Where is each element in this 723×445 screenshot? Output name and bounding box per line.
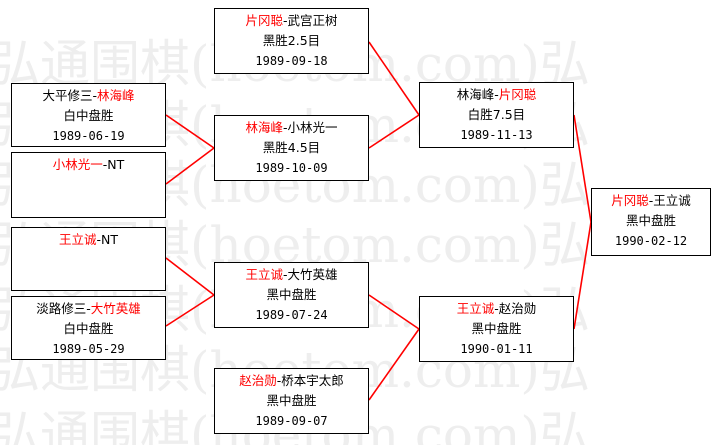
connector-line: [165, 294, 215, 327]
match-box-r3-2: 王立诚-赵治勋黑中盘胜 1990-01-11: [419, 296, 574, 362]
match-players: 大平修三-林海峰: [12, 86, 165, 106]
connector-line: [165, 114, 215, 149]
player-left: 小林光一: [52, 157, 103, 172]
connector-line: [368, 114, 420, 149]
match-box-r3-1: 林海峰-片冈聪白胜7.5目 1989-11-13: [419, 82, 574, 148]
match-players: 淡路修三-大竹英雄: [12, 299, 165, 319]
player-separator: -: [102, 157, 108, 172]
match-result: 白胜7.5目: [467, 107, 526, 122]
player-separator: -: [282, 13, 288, 28]
player-right: 桥本宇太郎: [281, 373, 344, 388]
match-players: 小林光一-NT: [12, 155, 165, 175]
match-date: 1989-09-07: [255, 414, 328, 428]
player-separator: -: [282, 120, 288, 135]
match-players: 王立诚-赵治勋: [420, 299, 573, 319]
player-left: 片冈聪: [611, 193, 649, 208]
player-left: 林海峰: [245, 120, 283, 135]
match-players: 赵治勋-桥本宇太郎: [215, 371, 368, 391]
match-result: 黑中盘胜: [471, 321, 522, 336]
player-separator: -: [648, 193, 654, 208]
player-left: 大平修三: [42, 88, 93, 103]
match-date: 1989-06-19: [52, 129, 125, 143]
player-left: 王立诚: [58, 232, 97, 247]
match-box-r2-3: 王立诚-大竹英雄黑中盘胜 1989-07-24: [214, 262, 369, 328]
player-right: 大竹英雄: [90, 301, 141, 316]
player-right: 林海峰: [97, 88, 135, 103]
player-right: NT: [101, 232, 119, 247]
match-result: 黑中盘胜: [266, 393, 317, 408]
connector-line: [573, 114, 592, 223]
player-left: 林海峰: [456, 87, 495, 102]
match-date: 1989-11-13: [460, 128, 533, 142]
match-box-r2-2: 林海峰-小林光一黑胜4.5目 1989-10-09: [214, 115, 369, 181]
player-separator: -: [96, 232, 102, 247]
match-result: 黑中盘胜: [266, 287, 317, 302]
connector-line: [368, 41, 420, 116]
match-result: 白中盘胜: [63, 108, 114, 123]
match-box-r1-2: 小林光一-NT: [11, 152, 166, 218]
player-left: 片冈聪: [245, 13, 283, 28]
player-right: NT: [107, 157, 125, 172]
match-players: 林海峰-小林光一: [215, 118, 368, 138]
match-result: 黑胜4.5目: [262, 140, 321, 155]
match-players: 王立诚-大竹英雄: [215, 265, 368, 285]
player-separator: -: [276, 373, 282, 388]
connector-line: [573, 221, 592, 330]
connector-line: [165, 257, 215, 296]
match-result: 白中盘胜: [63, 321, 114, 336]
match-date: 1989-09-18: [255, 54, 328, 68]
player-separator: -: [86, 301, 91, 316]
player-separator: -: [494, 87, 499, 102]
connector-line: [165, 147, 215, 185]
player-right: 武宫正树: [287, 13, 338, 28]
match-players: 片冈聪-王立诚: [592, 191, 710, 211]
match-box-final: 片冈聪-王立诚黑中盘胜 1990-02-12: [591, 188, 711, 256]
player-right: 赵治勋: [498, 301, 537, 316]
player-separator: -: [282, 267, 288, 282]
match-result: 黑胜2.5目: [262, 33, 321, 48]
match-box-r2-1: 片冈聪-武宫正树黑胜2.5目 1989-09-18: [214, 8, 369, 74]
match-date: 1990-01-11: [460, 342, 533, 356]
match-date: 1990-02-12: [614, 234, 688, 248]
match-box-r2-4: 赵治勋-桥本宇太郎黑中盘胜 1989-09-07: [214, 368, 369, 434]
match-date: 1989-07-24: [255, 308, 328, 322]
player-left: 王立诚: [245, 267, 283, 282]
match-players: 片冈聪-武宫正树: [215, 11, 368, 31]
match-players: 王立诚-NT: [12, 230, 165, 250]
match-box-r1-3: 王立诚-NT: [11, 227, 166, 291]
connector-line: [368, 294, 420, 330]
match-box-r1-4: 淡路修三-大竹英雄白中盘胜 1989-05-29: [11, 296, 166, 360]
player-right: 片冈聪: [498, 87, 537, 102]
player-left: 王立诚: [456, 301, 495, 316]
player-left: 赵治勋: [239, 373, 277, 388]
player-right: 王立诚: [653, 193, 691, 208]
match-result: 黑中盘胜: [625, 213, 676, 228]
match-date: 1989-10-09: [255, 161, 328, 175]
player-right: 大竹英雄: [287, 267, 338, 282]
player-separator: -: [494, 301, 499, 316]
match-players: 林海峰-片冈聪: [420, 85, 573, 105]
match-date: 1989-05-29: [52, 342, 125, 356]
player-right: 小林光一: [287, 120, 338, 135]
player-separator: -: [92, 88, 97, 103]
connector-line: [368, 328, 420, 401]
player-left: 淡路修三: [36, 301, 87, 316]
match-box-r1-1: 大平修三-林海峰白中盘胜 1989-06-19: [11, 83, 166, 147]
